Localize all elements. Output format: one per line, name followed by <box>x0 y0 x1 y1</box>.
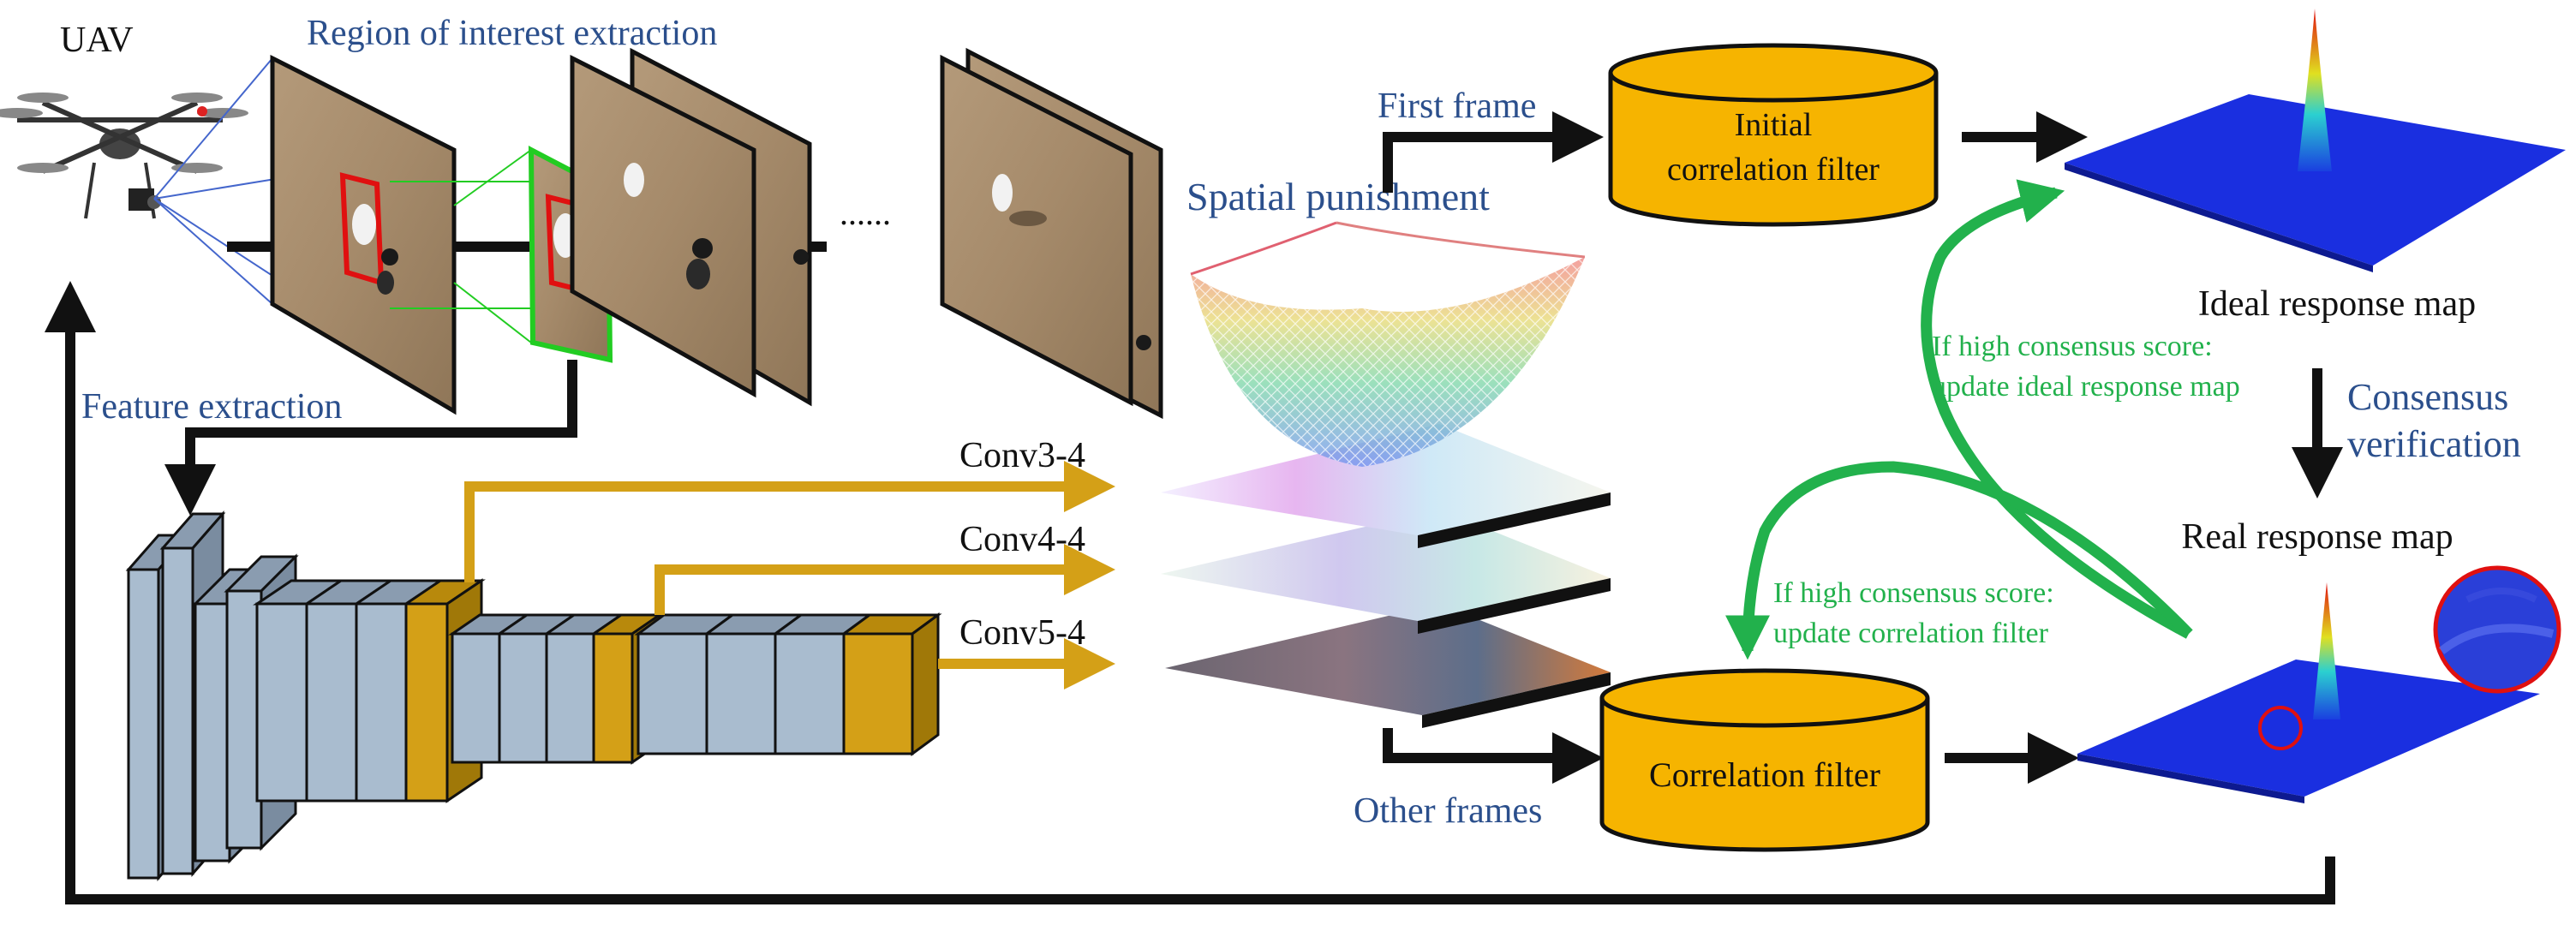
uav-drone-icon <box>0 93 248 219</box>
initial-filter-label-1: Initial <box>1735 107 1813 143</box>
first-frame-arrow <box>1383 111 1604 193</box>
ideal-response-map-label: Ideal response map <box>2198 284 2476 324</box>
conv-block-4 <box>448 612 664 765</box>
feature-extraction-arrow <box>164 360 577 516</box>
update-filter-arrow <box>1725 461 2193 660</box>
video-frame-n <box>940 47 1163 420</box>
zoom-inset <box>2433 565 2561 694</box>
correlation-filter: Correlation filter <box>1599 668 1930 852</box>
initial-correlation-filter: Initial correlation filter <box>1608 43 1939 227</box>
conv3-4-layer <box>404 602 449 803</box>
roi-extraction-label: Region of interest extraction <box>307 14 717 53</box>
conv4-4-layer <box>592 632 634 764</box>
ideal-response-map <box>2065 9 2566 272</box>
update-filter-text-2: update correlation filter <box>1773 618 2049 649</box>
update-filter-text-1: If high consensus score: <box>1773 577 2054 609</box>
real-response-map <box>2077 582 2540 803</box>
spatial-punishment-label: Spatial punishment <box>1186 175 1490 218</box>
real-response-peak <box>2313 582 2340 719</box>
conv5-4-feature-map <box>1165 604 1611 715</box>
update-ideal-text-2: update ideal response map <box>1932 371 2240 403</box>
conv4-4-label: Conv4-4 <box>959 520 1085 559</box>
frames-ellipsis: ...... <box>840 194 891 232</box>
other-frames-label: Other frames <box>1354 791 1542 831</box>
feature-layers-stack <box>1161 424 1611 728</box>
conv4-4-feature-map <box>1161 510 1611 621</box>
feature-extraction-label: Feature extraction <box>81 387 342 427</box>
update-ideal-map-arrow <box>1921 179 2192 639</box>
initial-filter-label-2: correlation filter <box>1667 152 1880 188</box>
conv5-4-layer <box>842 632 914 755</box>
conv3-4-label: Conv3-4 <box>959 436 1085 475</box>
conv3-4-feature-map <box>1161 424 1611 535</box>
video-frame-1 <box>270 54 457 415</box>
conv-block-5 <box>634 612 942 756</box>
update-ideal-text-1: If high consensus score: <box>1932 331 2213 362</box>
other-frames-arrow <box>1383 728 1604 784</box>
conv4-4-arrow <box>654 544 1115 615</box>
correlation-filter-label: Correlation filter <box>1649 755 1880 794</box>
consensus-label-2: verification <box>2347 423 2521 465</box>
distractor-circle <box>2258 706 2303 750</box>
uav-label: UAV <box>60 21 134 60</box>
conv3-4-arrow <box>464 461 1115 582</box>
consensus-label-1: Consensus <box>2347 376 2508 418</box>
video-frame-2 <box>570 47 812 407</box>
spatial-punishment-bowl <box>1190 221 1586 467</box>
conv-block-3 <box>253 578 486 803</box>
feedback-loop-arrow <box>45 281 2335 904</box>
real-response-map-label: Real response map <box>2181 517 2453 557</box>
cnn-backbone <box>125 510 942 881</box>
ideal-response-peak <box>2298 9 2332 171</box>
conv5-4-label: Conv5-4 <box>959 613 1085 653</box>
first-frame-label: First frame <box>1378 87 1536 126</box>
